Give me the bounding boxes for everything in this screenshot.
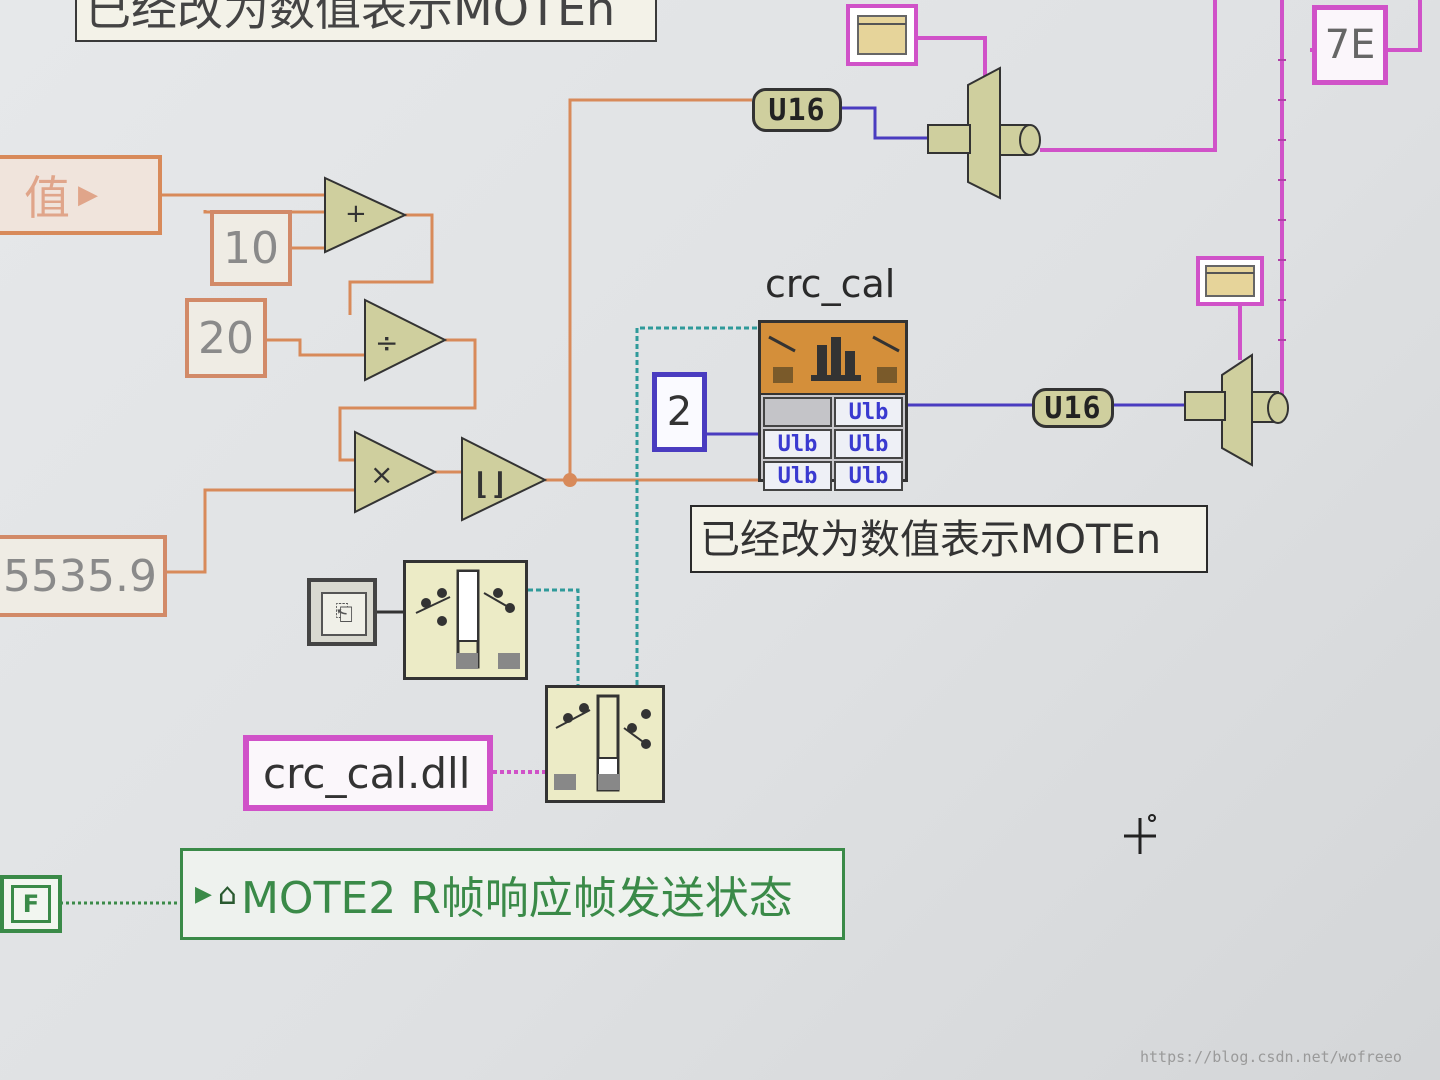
array-const-top (846, 4, 918, 66)
indicator-label: 值 (24, 171, 70, 225)
pink-wire-top (1040, 0, 1217, 152)
round-node: ⌊⌋ (461, 436, 548, 522)
refnum-terminal[interactable]: ⎗ (307, 578, 377, 646)
teal-wire-refnum (528, 588, 580, 685)
const-two[interactable]: 2 (652, 372, 707, 452)
wire-junction (563, 473, 577, 487)
array-const-right (1196, 256, 1264, 306)
dll-icon (768, 335, 900, 383)
bool-false-constant[interactable]: F (0, 875, 62, 933)
crosshair-cursor-icon (1124, 812, 1164, 856)
crc-cell-return[interactable]: Ulb (834, 397, 903, 427)
build-array-top (927, 66, 1041, 200)
crc-node-title: crc_cal (765, 262, 896, 306)
u16-converter-top[interactable]: U16 (752, 88, 842, 132)
crc-node-header (761, 323, 905, 395)
svg-text:×: × (370, 458, 393, 491)
teal-wire-main (635, 326, 760, 685)
divide-node: ÷ (364, 298, 448, 382)
local-variable-label: MOTE2 R帧响应帧发送状态 (240, 873, 793, 924)
svg-text:÷: ÷ (375, 326, 398, 359)
open-config-node[interactable] (403, 560, 528, 680)
local-variable[interactable]: ▶ ⌂ MOTE2 R帧响应帧发送状态 (180, 848, 845, 940)
play-arrow-icon: ▶ (195, 881, 212, 907)
config-close-icon (554, 694, 651, 792)
close-config-node[interactable] (545, 685, 665, 803)
u16-converter-mid[interactable]: U16 (1032, 388, 1114, 428)
dll-path-constant[interactable]: crc_cal.dll (243, 735, 493, 811)
crc-cell-out-2[interactable]: Ulb (834, 461, 903, 491)
const-ten[interactable]: 10 (210, 210, 292, 286)
add-node: + (324, 176, 408, 254)
play-arrow-icon: ▶ (78, 180, 98, 210)
build-array-right (1184, 353, 1289, 467)
svg-text:+: + (345, 199, 367, 229)
home-icon: ⌂ (217, 876, 237, 912)
crc-cell-empty (763, 397, 832, 427)
crc-cell-in-2[interactable]: Ulb (763, 461, 832, 491)
const-big-value[interactable]: 55535.9 (0, 535, 167, 617)
crc-cell-out-1[interactable]: Ulb (834, 429, 903, 459)
crc-call-library-node[interactable]: Ulb Ulb Ulb Ulb Ulb (758, 320, 908, 491)
watermark-text: https://blog.csdn.net/wofreeo (1140, 1048, 1402, 1066)
orange-indicator: 值 ▶ (0, 155, 162, 235)
top-label: 已经改为数值表示MOTEn (75, 0, 657, 42)
const-7e[interactable]: 7E (1312, 5, 1388, 85)
file-refnum-icon: ⎗ (321, 592, 367, 636)
crc-cell-in-1[interactable]: Ulb (763, 429, 832, 459)
comment-label: 已经改为数值表示MOTEn (690, 505, 1208, 573)
svg-text:⌊⌋: ⌊⌋ (472, 467, 508, 502)
bool-false-label: F (11, 885, 51, 923)
multiply-node: × (354, 430, 438, 514)
config-icon (415, 569, 520, 669)
const-twenty[interactable]: 20 (185, 298, 267, 378)
